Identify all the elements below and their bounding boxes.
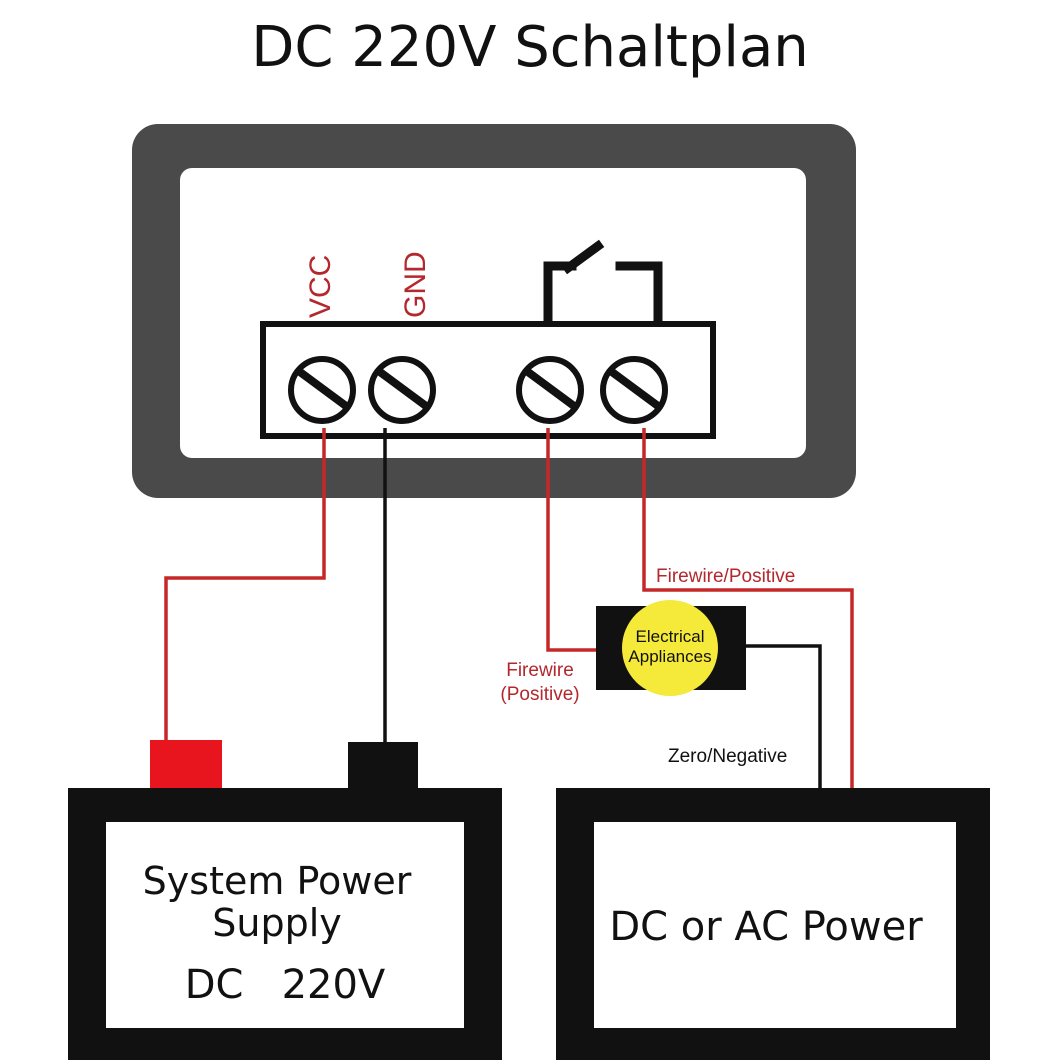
screw-terminal-relay-2	[600, 356, 668, 424]
dc-ac-power-source: DC or AC Power	[556, 788, 990, 1060]
zero-negative-label: Zero/Negative	[668, 746, 787, 767]
firewire-label-line2: (Positive)	[500, 684, 579, 705]
firewire-positive-label: Firewire/Positive	[656, 566, 795, 587]
supply-positive-terminal	[150, 740, 222, 790]
wire-relay-to-appliance	[546, 428, 596, 652]
gnd-label: GND	[399, 251, 432, 318]
controller-module: VCC GND	[132, 124, 856, 498]
vcc-label: VCC	[304, 255, 337, 318]
screw-terminal-vcc	[288, 356, 356, 424]
appliance-circle	[622, 600, 718, 696]
supply-label-line3: DC 220V	[185, 962, 386, 1008]
supply-label-line1: System Power	[143, 859, 412, 903]
screw-terminal-gnd	[368, 356, 436, 424]
appliance-label-line2: Appliances	[628, 647, 711, 666]
firewire-label-line1: Firewire	[506, 660, 574, 681]
wire-appliance-to-power-negative	[746, 644, 822, 790]
electrical-appliance: Electrical Appliances	[596, 600, 746, 696]
supply-face	[106, 822, 464, 1028]
relay-contact-symbol	[543, 239, 663, 329]
wire-relay-to-power-positive	[642, 428, 854, 790]
supply-label-line2: Supply	[212, 901, 342, 945]
diagram-title: DC 220V Schaltplan	[251, 15, 809, 80]
screw-terminal-relay-1	[516, 356, 584, 424]
power-face	[594, 822, 956, 1028]
power-label: DC or AC Power	[609, 904, 923, 950]
wire-vcc-to-supply-positive	[164, 428, 326, 742]
appliance-label-line1: Electrical	[636, 627, 705, 646]
system-power-supply: System Power Supply DC 220V	[68, 740, 502, 1060]
supply-negative-terminal	[348, 742, 418, 790]
